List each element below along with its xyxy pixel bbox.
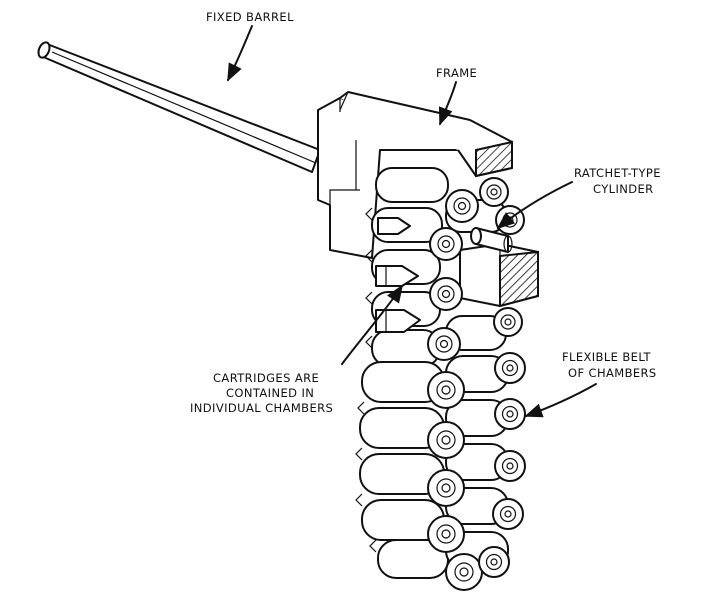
label-cartridges-line2: CONTAINED IN	[226, 386, 314, 400]
fixed-barrel	[37, 41, 321, 173]
chamber-belt	[355, 167, 526, 591]
label-ratchet-line1: RATCHET-TYPE	[574, 166, 661, 180]
leader-cartridges	[341, 284, 403, 365]
label-belt-line2: OF CHAMBERS	[568, 366, 657, 380]
label-cartridges-line1: CARTRIDGES ARE	[213, 371, 319, 385]
leader-lines	[227, 25, 597, 418]
chamber-mouths-front	[427, 189, 483, 591]
leader-frame	[438, 81, 457, 126]
leader-fixed-barrel	[227, 25, 253, 82]
chamber-mouths-rear	[478, 177, 526, 578]
label-ratchet-line2: CYLINDER	[593, 182, 654, 196]
label-frame: FRAME	[436, 66, 477, 80]
label-fixed-barrel: FIXED BARREL	[206, 10, 294, 24]
leader-belt	[524, 383, 597, 418]
frame	[317, 91, 539, 308]
cartridges	[375, 217, 421, 333]
ratchet-cylinder	[470, 227, 513, 253]
leader-ratchet	[496, 181, 573, 230]
belt-links	[355, 207, 377, 553]
label-belt-line1: FLEXIBLE BELT	[562, 350, 652, 364]
label-cartridges-line3: INDIVIDUAL CHAMBERS	[190, 401, 333, 415]
